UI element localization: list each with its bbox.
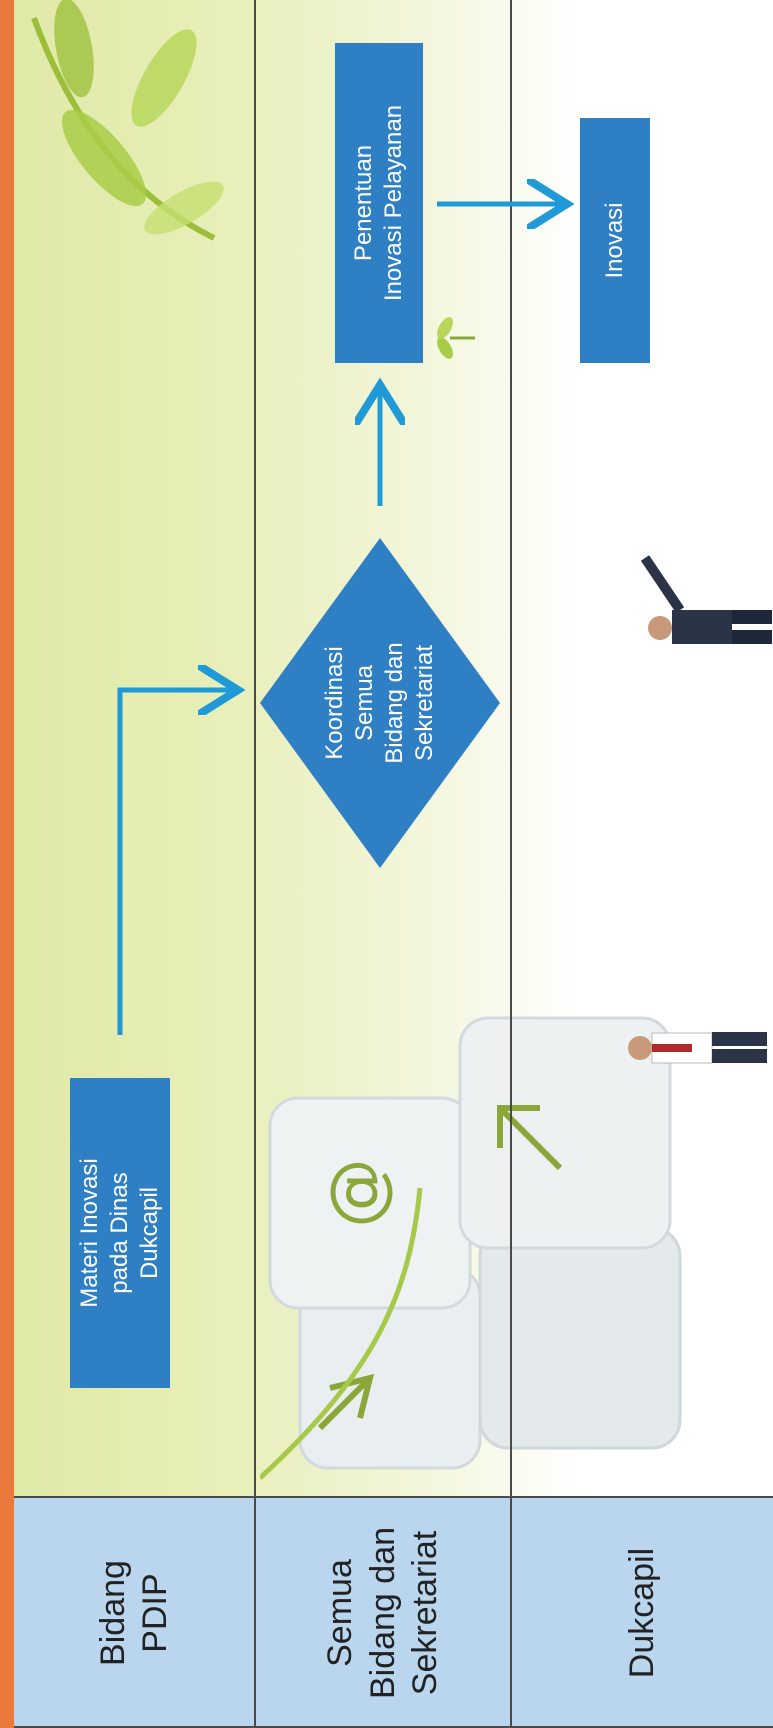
cubes-illustration: @ — [260, 1016, 682, 1480]
arrow-materi-to-koordinasi — [117, 690, 233, 1035]
svg-text:@: @ — [315, 1158, 397, 1228]
node-koordinasi: Koordinasi Semua Bidang dan Sekretariat — [260, 538, 500, 868]
person-figure — [628, 1032, 767, 1064]
leaf-decoration — [31, 0, 224, 241]
decision-diamond-shape — [260, 538, 500, 868]
sprout-icon — [437, 317, 475, 359]
businessman-figure — [640, 555, 772, 644]
